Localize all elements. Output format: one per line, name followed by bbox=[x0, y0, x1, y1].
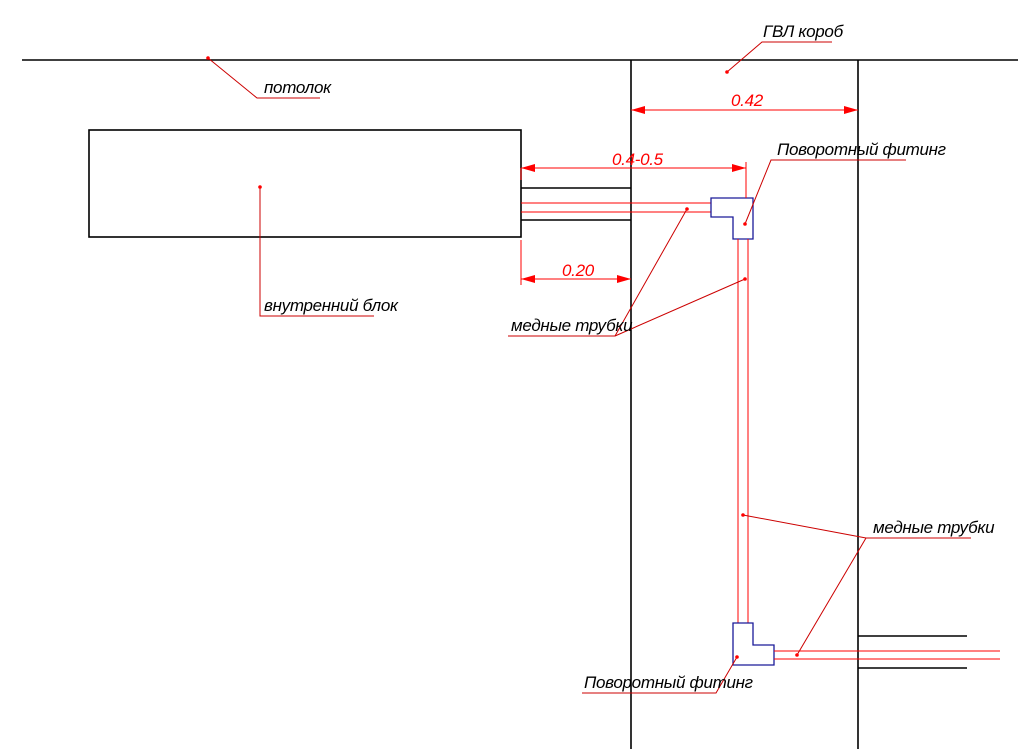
leader-copper-pipes-right-dot-b bbox=[795, 653, 799, 657]
label-copper-pipes-right: медные трубки bbox=[873, 518, 995, 537]
leader-copper-pipes-right bbox=[742, 514, 971, 656]
dimension-box-width bbox=[631, 106, 858, 114]
leader-gvl-box-dot bbox=[725, 70, 729, 74]
dimension-unit-to-fitting-label: 0.4-0.5 bbox=[612, 150, 664, 169]
leader-copper-pipes-left bbox=[508, 208, 746, 337]
label-indoor-unit: внутренний блок bbox=[264, 296, 399, 315]
leader-fitting-bottom-dot bbox=[735, 655, 739, 659]
leader-gvl-box bbox=[726, 41, 832, 73]
leader-copper-pipes-right-dot-a bbox=[741, 513, 745, 517]
label-gvl-box: ГВЛ короб bbox=[763, 22, 845, 41]
label-fitting-bottom: Поворотный фитинг bbox=[584, 673, 753, 692]
label-fitting-top: Поворотный фитинг bbox=[777, 140, 946, 159]
leader-ceiling-dot bbox=[206, 56, 210, 60]
dimension-unit-to-box bbox=[520, 240, 631, 285]
leader-fitting-bottom bbox=[582, 656, 738, 694]
leader-ceiling bbox=[207, 57, 320, 99]
leader-indoor-unit-dot bbox=[258, 185, 262, 189]
label-copper-pipes-left: медные трубки bbox=[511, 316, 633, 335]
leader-copper-pipes-left-dot-b bbox=[743, 277, 747, 281]
label-ceiling: потолок bbox=[264, 78, 332, 97]
fitting-bottom bbox=[732, 622, 775, 666]
leader-fitting-top bbox=[744, 159, 906, 225]
leader-indoor-unit bbox=[259, 187, 374, 317]
leader-fitting-top-dot bbox=[743, 222, 747, 226]
dimension-unit-to-fitting bbox=[520, 162, 747, 198]
indoor-unit bbox=[88, 129, 522, 238]
dimension-box-width-label: 0.42 bbox=[731, 91, 764, 110]
dimension-unit-to-box-label: 0.20 bbox=[562, 261, 595, 280]
fitting-top bbox=[710, 197, 754, 240]
leader-copper-pipes-left-dot-a bbox=[685, 207, 689, 211]
